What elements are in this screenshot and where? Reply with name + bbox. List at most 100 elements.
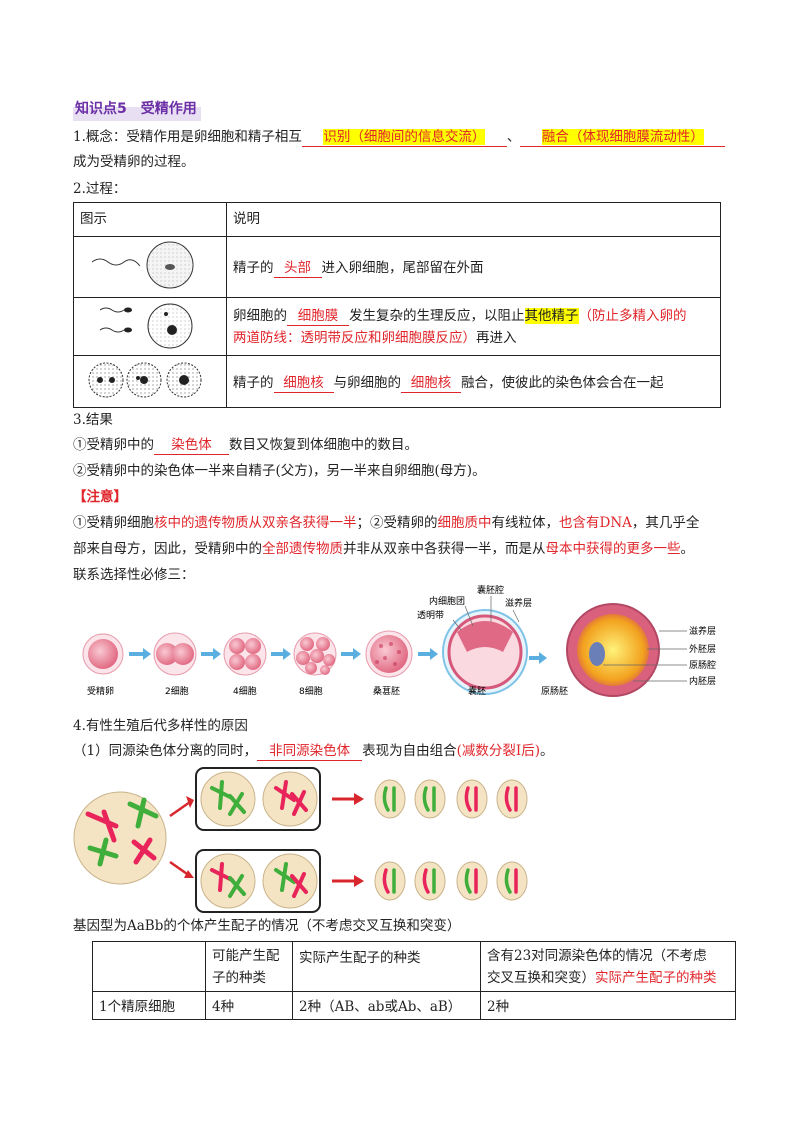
note-l1-g: ，其几乎全	[631, 515, 700, 531]
row3-mid: 与卵细胞的	[333, 374, 402, 391]
process-figure-2	[73, 297, 227, 356]
result-line-1: ①受精卵中的染色体数目又恢复到体细胞中的数目。	[73, 435, 418, 455]
concept-line-1: 1.概念：受精作用是卵细胞和精子相互 识别（细胞间的信息交流） 、 融合（体现细胞膜流…	[73, 127, 726, 147]
gamete-cell-3: 2种	[480, 991, 736, 1020]
stage-label-5: 囊胚	[468, 685, 486, 697]
concept-sep: 、	[506, 129, 521, 145]
note-line-2: 部来自母方，因此，受精卵中的全部遗传物质并非从双亲中各获得一半，而是从母本中获得…	[73, 539, 694, 559]
gamete-header-3-l2: 交叉互换和突变）	[487, 969, 595, 986]
section-title-prefix: 知识点5	[75, 101, 127, 117]
note-label: 【注意】	[73, 489, 127, 505]
row2-pre: 卵细胞的	[233, 307, 287, 324]
note-l1-a: ①受精卵细胞	[73, 515, 154, 531]
row2-blank: 细胞膜	[287, 307, 349, 326]
note-l1-b: 核中的遗传物质从双亲各获得一半	[154, 515, 357, 531]
note-l2-c: 并非从双亲中各获得一半，而是从	[343, 541, 546, 557]
blastula-label-0: 囊胚腔	[477, 584, 504, 596]
note-l2-d: 母本中获得的更多一些	[545, 541, 681, 557]
process-header-desc: 说明	[226, 202, 721, 237]
process-header-figure: 图示	[73, 202, 227, 237]
result-line-2: ②受精卵中的染色体一半来自精子(父方)，另一半来自卵细胞(母方)。	[73, 463, 486, 479]
stage-label-1: 2细胞	[165, 685, 189, 697]
gastrula-label-3: 内胚层	[689, 675, 716, 687]
blastula-label-2: 透明带	[417, 610, 444, 621]
process-heading: 2.过程：	[73, 181, 127, 197]
blastula-label-3: 滋养层	[505, 597, 532, 609]
gamete-header-3-l1: 含有23对同源染色体的情况（不考虑	[487, 947, 707, 964]
gamete-heading: 基因型为AaBb的个体产生配子的情况（不考虑交叉互换和突变）	[73, 918, 461, 934]
process-row-3: 精子的细胞核与卵细胞的细胞核融合，使彼此的染色体会合在一起	[226, 355, 721, 408]
note-line-1: ①受精卵细胞核中的遗传物质从双亲各获得一半；②受精卵的细胞质中有线粒体，也含有D…	[73, 513, 699, 533]
row2-highlight: 其他精子	[524, 307, 579, 324]
diversity-l1-blank: 非同源染色体	[257, 742, 363, 761]
process-table: 图示 说明 精子的头部进入卵细胞，尾部留在外面	[73, 202, 721, 408]
stage-label-0: 受精卵	[87, 685, 114, 697]
gastrula-label-1: 外胚层	[689, 643, 716, 655]
row2-mid: 发生复杂的生理反应，以阻止	[349, 307, 525, 324]
gamete-cell-2: 2种（AB、ab或Ab、aB）	[292, 991, 481, 1020]
row3-post: 融合，使彼此的染色体会合在一起	[461, 374, 664, 391]
gamete-table: 可能产生配 子的种类 实际产生配子的种类 含有23对同源染色体的情况（不考虑 交…	[92, 941, 736, 1020]
nuclear-fusion-diagram	[88, 362, 202, 397]
row2-red-1: （防止多精入卵的	[578, 307, 687, 324]
process-row-2: 卵细胞的细胞膜发生复杂的生理反应，以阻止其他精子（防止多精入卵的 两道防线：透明…	[226, 297, 721, 356]
stage-label-6: 原肠胚	[541, 686, 568, 697]
note-l2-b: 全部遗传物质	[262, 541, 343, 557]
concept-blank-2-text: 融合（体现细胞膜流动性）	[541, 129, 704, 145]
chromosome-segregation-figure	[73, 767, 528, 913]
row2-red-2: 两道防线：透明带反应和卵细胞膜反应）	[233, 329, 476, 346]
stage-label-3: 8细胞	[299, 685, 323, 697]
gamete-header-1: 可能产生配 子的种类	[205, 941, 293, 992]
diversity-l1-red: (减数分裂Ⅰ后)	[456, 743, 540, 759]
sperm-entry-diagram	[91, 241, 194, 289]
row1-pre: 精子的	[233, 260, 274, 276]
gastrula-label-2: 原肠腔	[689, 659, 716, 671]
diversity-l1-mid: 表现为自由组合	[362, 743, 457, 759]
row2-post: 再进入	[476, 329, 517, 346]
gamete-header-2: 实际产生配子的种类	[292, 941, 481, 992]
concept-blank-2: 融合（体现细胞膜流动性）	[520, 128, 726, 147]
row1-post: 进入卵细胞，尾部留在外面	[321, 260, 484, 276]
gamete-cell-1: 4种	[205, 991, 293, 1020]
result-line-1-post: 数目又恢复到体细胞中的数目。	[229, 437, 418, 453]
gamete-header-0	[92, 941, 206, 992]
concept-line-2: 成为受精卵的过程。	[73, 154, 195, 170]
diversity-l1-pre: （1）同源染色体分离的同时，	[73, 743, 258, 759]
gamete-header-1-l1: 可能产生配	[212, 947, 280, 964]
concept-blank-1-text: 识别（细胞间的信息交流）	[323, 129, 486, 145]
note-line-3: 联系选择性必修三：	[73, 567, 195, 583]
result-line-1-pre: ①受精卵中的	[73, 437, 154, 453]
concept-lead: 1.概念：受精作用是卵细胞和精子相互	[73, 129, 302, 145]
note-l2-a: 部来自母方，因此，受精卵中的	[73, 541, 262, 557]
note-l2-e: 。	[680, 541, 695, 557]
section-title-text: 受精作用	[140, 101, 197, 117]
note-l1-d: 细胞质中	[437, 515, 492, 531]
gamete-header-1-l2: 子的种类	[212, 969, 266, 986]
section-title: 知识点5 受精作用	[73, 96, 201, 121]
note-l1-f: 也含有DNA	[559, 515, 632, 531]
embryo-development-figure: 受精卵 2细胞 4细胞 8细胞 桑葚胚 囊胚 囊胚腔 内细胞团 透明带 滋养层 …	[82, 584, 716, 697]
diversity-l1-end: 。	[539, 743, 554, 759]
blastula-label-1: 内细胞团	[429, 595, 465, 607]
diversity-heading: 4.有性生殖后代多样性的原因	[73, 718, 248, 734]
process-row-1: 精子的头部进入卵细胞，尾部留在外面	[226, 236, 721, 298]
note-l1-e: 有线粒体，	[491, 515, 560, 531]
process-figure-3	[73, 355, 227, 408]
result-line-1-blank: 染色体	[154, 436, 229, 455]
result-heading: 3.结果	[73, 412, 113, 428]
stage-label-2: 4细胞	[233, 685, 257, 697]
row3-blank-1: 细胞核	[273, 374, 334, 393]
note-l1-c: ；②受精卵的	[356, 515, 438, 531]
gamete-cell-0: 1个精原细胞	[92, 991, 206, 1020]
diversity-line-1: （1）同源染色体分离的同时，非同源染色体表现为自由组合(减数分裂Ⅰ后)。	[73, 741, 553, 761]
process-figure-1	[73, 236, 227, 298]
gamete-header-3-red: 实际产生配子的种类	[595, 969, 717, 986]
stage-label-4: 桑葚胚	[373, 685, 400, 697]
membrane-reaction-diagram	[99, 303, 193, 348]
gamete-header-3: 含有23对同源染色体的情况（不考虑 交叉互换和突变）实际产生配子的种类	[480, 941, 736, 992]
gastrula-label-0: 滋养层	[689, 625, 716, 637]
row3-pre: 精子的	[233, 374, 274, 391]
row3-blank-2: 细胞核	[401, 374, 461, 393]
row1-blank: 头部	[273, 259, 322, 278]
concept-blank-1: 识别（细胞间的信息交流）	[301, 128, 507, 147]
